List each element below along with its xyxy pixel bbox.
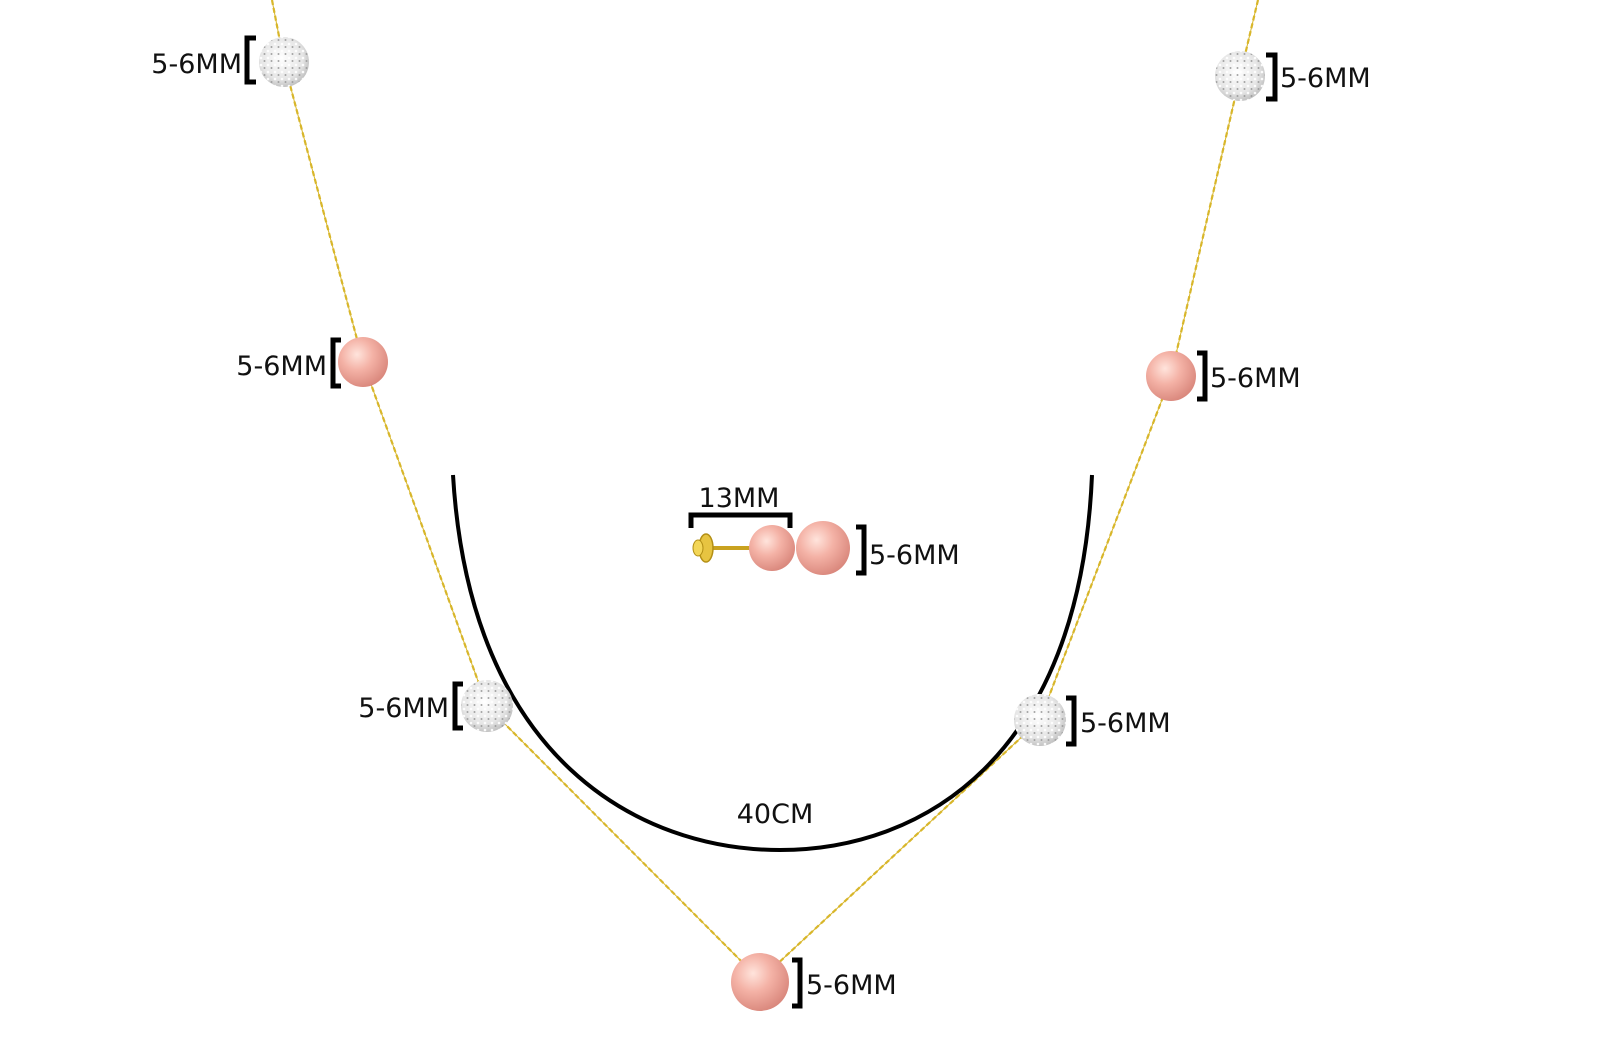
bracket-crystal-low-right <box>1066 695 1077 747</box>
bracket-earring-pearl <box>856 524 867 576</box>
crystal-ball-top-left <box>259 37 309 87</box>
necklace-length-curve <box>451 474 1094 853</box>
pink-pearl-icon <box>1146 351 1196 401</box>
size-label-crystal-top-left: 5-6MM <box>151 49 242 80</box>
necklace-length-label: 40CM <box>737 799 814 830</box>
crystal-ball-top-right <box>1215 51 1265 101</box>
earring-set: 13MM 5-6MM <box>688 483 960 576</box>
bracket-crystal-top-left <box>244 35 256 85</box>
earring-post-icon <box>692 533 758 563</box>
size-label-crystal-top-right: 5-6MM <box>1280 63 1371 94</box>
pink-pearl-icon <box>338 337 388 387</box>
crystal-ball-low-right <box>1014 694 1066 746</box>
size-label-pearl-mid-left: 5-6MM <box>236 351 327 382</box>
pink-pearl-icon <box>731 953 789 1011</box>
bracket-earring-width <box>688 512 793 528</box>
earring-width-label: 13MM <box>699 483 780 514</box>
size-label-pearl-bottom: 5-6MM <box>806 970 897 1001</box>
size-label-crystal-low-left: 5-6MM <box>358 693 449 724</box>
bracket-crystal-low-left <box>452 681 463 731</box>
chain-right-links <box>759 0 1260 981</box>
bracket-pearl-mid-right <box>1197 350 1208 402</box>
bracket-crystal-top-right <box>1266 52 1278 102</box>
chain-left-links <box>270 0 761 981</box>
crystal-ball-low-left <box>461 680 513 732</box>
size-label-pearl-mid-right: 5-6MM <box>1210 363 1301 394</box>
pink-pearl-icon <box>749 525 795 571</box>
earring-pearl-label: 5-6MM <box>869 540 960 571</box>
bracket-pearl-mid-left <box>330 337 341 389</box>
chain-left-strand <box>271 0 761 981</box>
bracket-pearl-bottom <box>792 957 803 1009</box>
chain-right-strand <box>759 0 1259 981</box>
pink-pearl-icon <box>796 521 850 575</box>
size-label-crystal-low-right: 5-6MM <box>1080 708 1171 739</box>
